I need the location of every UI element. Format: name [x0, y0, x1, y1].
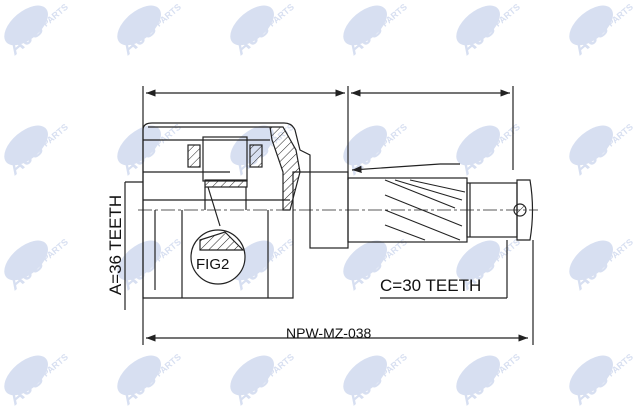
- spline-a-label: A=36 TEETH: [106, 194, 125, 296]
- figure-label: FIG2: [196, 256, 230, 273]
- fig2-detail: [190, 186, 246, 285]
- part-number-label: NPW-MZ-038: [286, 325, 372, 341]
- dimension-lines: [124, 86, 534, 345]
- housing: [142, 122, 311, 299]
- shaft: [309, 171, 534, 249]
- spline-c-label: C=30 TEETH: [380, 276, 482, 295]
